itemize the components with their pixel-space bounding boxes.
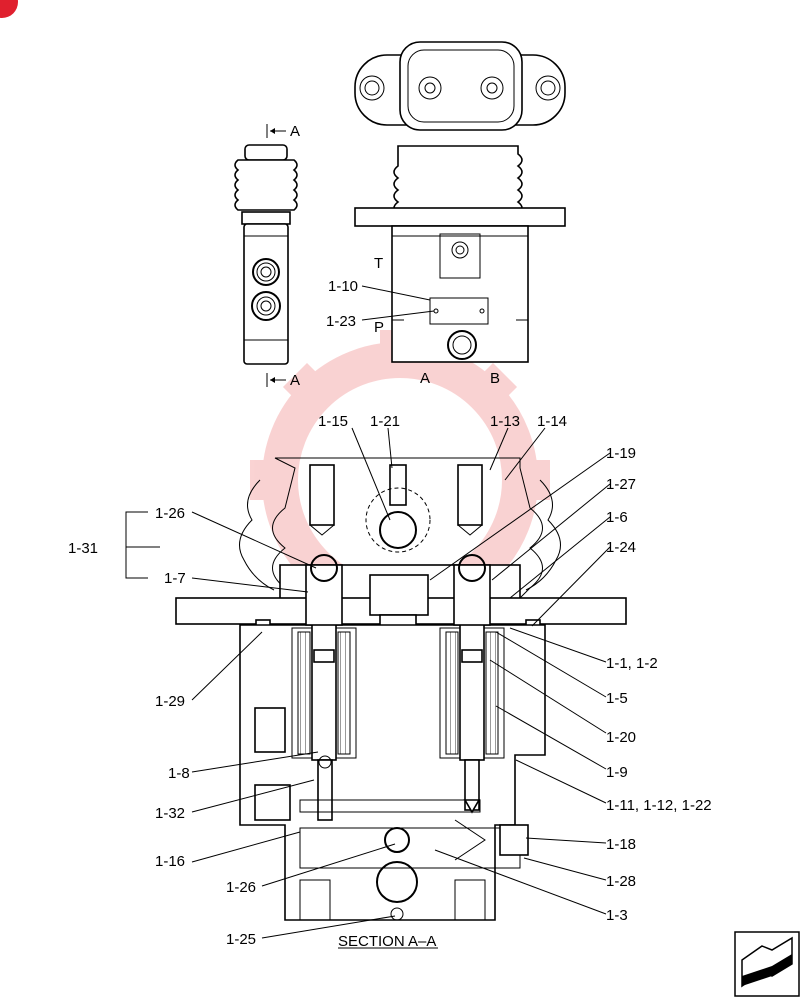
leader-lines [125, 285, 611, 949]
callout-label: 1-5 [606, 690, 628, 707]
callout-label: 1-9 [606, 764, 628, 781]
callout-label: 1-20 [606, 729, 636, 746]
page-turn-icon[interactable] [734, 931, 800, 997]
callout-label: 1-32 [155, 805, 185, 822]
callout-label: 1-3 [606, 907, 628, 924]
port-label-t: T [374, 255, 383, 272]
callout-label: 1-26 [155, 505, 185, 522]
callout-label: 1-13 [490, 413, 520, 430]
callout-label: 1-27 [606, 476, 636, 493]
callout-label: 1-14 [537, 413, 567, 430]
section-title: SECTION A–A [338, 933, 436, 950]
callout-label: 1-24 [606, 539, 636, 556]
callout-label: 1-28 [606, 873, 636, 890]
callout-label: 1-21 [370, 413, 400, 430]
callout-label: 1-23 [326, 313, 356, 330]
section-mark-top: A [290, 123, 300, 140]
callout-label: 1-18 [606, 836, 636, 853]
callout-label: 1-25 [226, 931, 256, 948]
corner-badge-icon [0, 0, 18, 18]
callout-label: 1-16 [155, 853, 185, 870]
callout-label: 1-6 [606, 509, 628, 526]
callout-label: 1-31 [68, 540, 98, 557]
port-label-b: B [490, 370, 500, 387]
callout-label: 1-10 [328, 278, 358, 295]
top-view-flange [354, 41, 566, 131]
callout-label: 1-15 [318, 413, 348, 430]
callout-label: 1-26 [226, 879, 256, 896]
section-view [175, 457, 627, 921]
front-view [354, 145, 566, 363]
callout-label: 1-11, 1-12, 1-22 [606, 797, 712, 814]
section-mark-bottom: A [290, 372, 300, 389]
side-view [234, 124, 298, 387]
callout-label: 1-7 [164, 570, 186, 587]
callout-label: 1-1, 1-2 [606, 655, 658, 672]
callout-label: 1-19 [606, 445, 636, 462]
port-label-a: A [420, 370, 430, 387]
port-label-p: P [374, 319, 384, 336]
callout-label: 1-29 [155, 693, 185, 710]
callout-label: 1-8 [168, 765, 190, 782]
